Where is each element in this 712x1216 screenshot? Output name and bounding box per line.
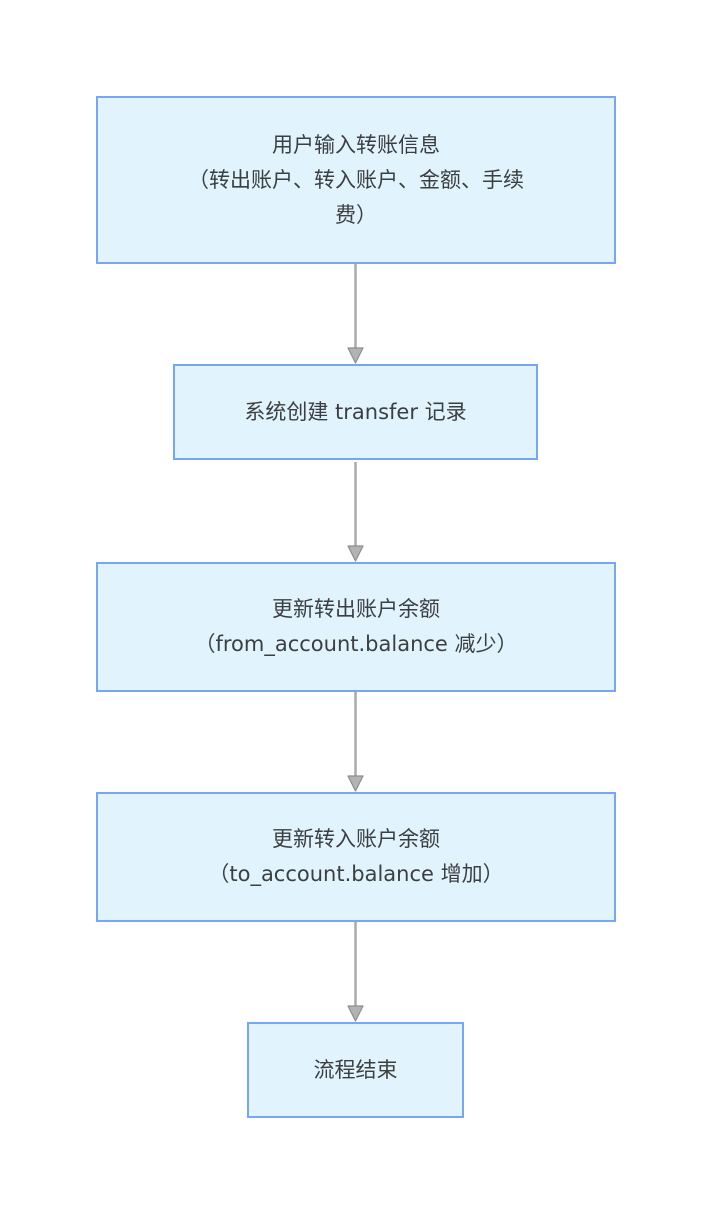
node-text-line: （to_account.balance 增加） — [208, 862, 504, 886]
flow-node-create-transfer-record: 系统创建 transfer 记录 — [173, 364, 538, 460]
arrow-down-icon — [347, 692, 364, 792]
arrow-down-icon — [347, 922, 364, 1022]
arrow-down-icon — [347, 462, 364, 562]
arrow-down-icon — [347, 264, 364, 364]
flow-node-update-to-account: 更新转入账户余额 （to_account.balance 增加） — [96, 792, 616, 922]
flow-node-update-from-account: 更新转出账户余额 （from_account.balance 减少） — [96, 562, 616, 692]
node-text-line: （转出账户、转入账户、金额、手续 — [188, 167, 524, 192]
node-text-line: 系统创建 transfer 记录 — [244, 399, 467, 424]
flow-node-user-input: 用户输入转账信息 （转出账户、转入账户、金额、手续 费） — [96, 96, 616, 264]
flow-node-end: 流程结束 — [247, 1022, 464, 1118]
node-text-line: 流程结束 — [313, 1057, 398, 1082]
node-text-line: 费） — [335, 202, 377, 227]
node-text-line: （from_account.balance 减少） — [194, 632, 518, 656]
node-text-line: 更新转入账户余额 — [272, 827, 440, 851]
node-text-line: 用户输入转账信息 — [272, 132, 440, 157]
node-text-line: 更新转出账户余额 — [272, 597, 440, 621]
